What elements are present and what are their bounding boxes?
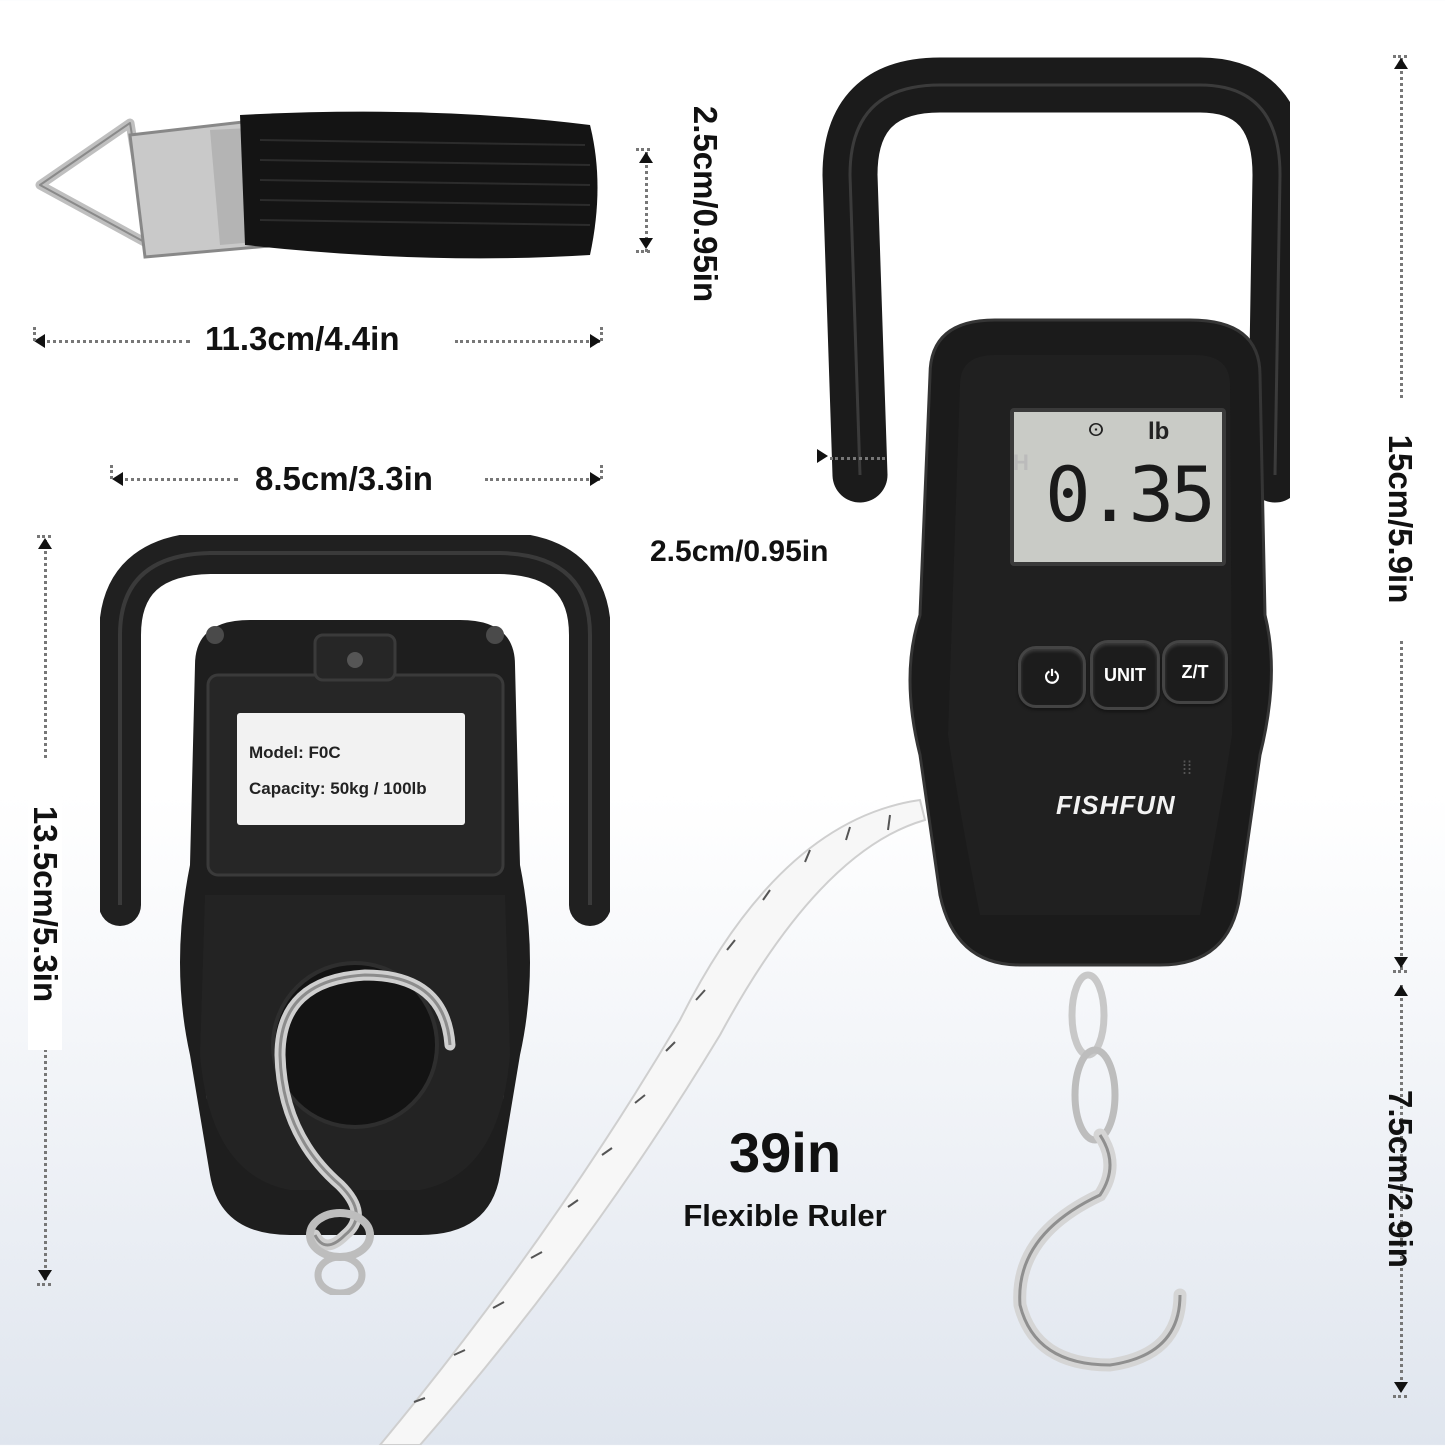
capacity-text: Capacity: 50kg / 100lb (249, 779, 427, 798)
hook-length-arrow-up (1394, 985, 1408, 996)
hook-length-arrow-down (1394, 1382, 1408, 1393)
speaker-icon: ⁞⁞ (1182, 758, 1193, 778)
hook-length-label: 7.5cm/2.9in (1382, 1090, 1419, 1268)
strap-width-tick-top (636, 148, 650, 151)
wrist-strap (30, 105, 610, 275)
handle-thickness-line (830, 457, 885, 460)
wrist-strap-image (35, 111, 598, 259)
back-width-arrow-right (590, 472, 601, 486)
strap-length-line-right (455, 340, 600, 343)
body-height-label-bg (1384, 400, 1418, 640)
lcd-screen: ⵙ lb 0.35 (1010, 408, 1226, 566)
strap-length-arrow-left (34, 334, 45, 348)
body-height-arrow-down (1394, 957, 1408, 968)
hook-length-line (1400, 985, 1403, 1380)
body-height-tick-top (1393, 55, 1407, 58)
strap-width-arrow-down (639, 238, 653, 249)
ruler-subline: Flexible Ruler (683, 1198, 887, 1233)
back-height-arrow-up (38, 538, 52, 549)
hold-indicator: H (1013, 450, 1029, 475)
scale-front-image (822, 57, 1308, 1372)
unit-button[interactable]: UNIT (1090, 640, 1160, 710)
back-height-arrow-down (38, 1270, 52, 1281)
back-width-arrow-left (112, 472, 123, 486)
hook-length-tick-bottom (1393, 1395, 1407, 1398)
back-height-tick-bottom (37, 1283, 51, 1286)
ruler-length-headline: 39in (728, 1121, 842, 1184)
stable-indicator-icon: ⵙ (1088, 420, 1104, 440)
unit-indicator: lb (1148, 418, 1170, 445)
power-button[interactable]: ⏻ (1018, 646, 1086, 708)
body-height-tick-bottom (1393, 970, 1407, 973)
strap-width-arrow-up (639, 152, 653, 163)
handle-thickness-label: 2.5cm/0.95in (650, 535, 829, 568)
strap-length-line-left (40, 340, 190, 343)
back-height-label-bg (28, 760, 62, 1050)
model-text: Model: F0C (249, 743, 341, 762)
body-height-arrow-up (1394, 58, 1408, 69)
back-width-tick-left (110, 465, 113, 479)
back-width-line-left (118, 478, 238, 481)
strap-length-tick-right (600, 327, 603, 341)
model-label-sticker: Model: F0C Capacity: 50kg / 100lb (237, 713, 465, 825)
back-height-label: 13.5cm/5.3in (27, 805, 64, 1003)
body-height-label: 15cm/5.9in (1382, 434, 1419, 604)
handle-thickness-arrow-left (817, 449, 828, 463)
back-width-tick-right (600, 465, 603, 479)
back-width-label: 8.5cm/3.3in (255, 460, 433, 497)
strap-width-tick-bottom (636, 250, 650, 253)
strap-width-label: 2.5cm/0.95in (687, 105, 724, 303)
strap-width-dimension-line (645, 152, 648, 252)
back-width-line-right (485, 478, 600, 481)
brand-logo: FISHFUN (1056, 790, 1176, 820)
scale-front-view (820, 55, 1308, 1395)
strap-length-label: 11.3cm/4.4in (205, 320, 400, 357)
back-height-tick-top (37, 535, 51, 538)
weight-reading: 0.35 (1044, 450, 1216, 539)
zero-tare-button[interactable]: Z/T (1162, 640, 1228, 704)
strap-length-arrow-right (590, 334, 601, 348)
strap-length-tick-left (33, 327, 36, 341)
